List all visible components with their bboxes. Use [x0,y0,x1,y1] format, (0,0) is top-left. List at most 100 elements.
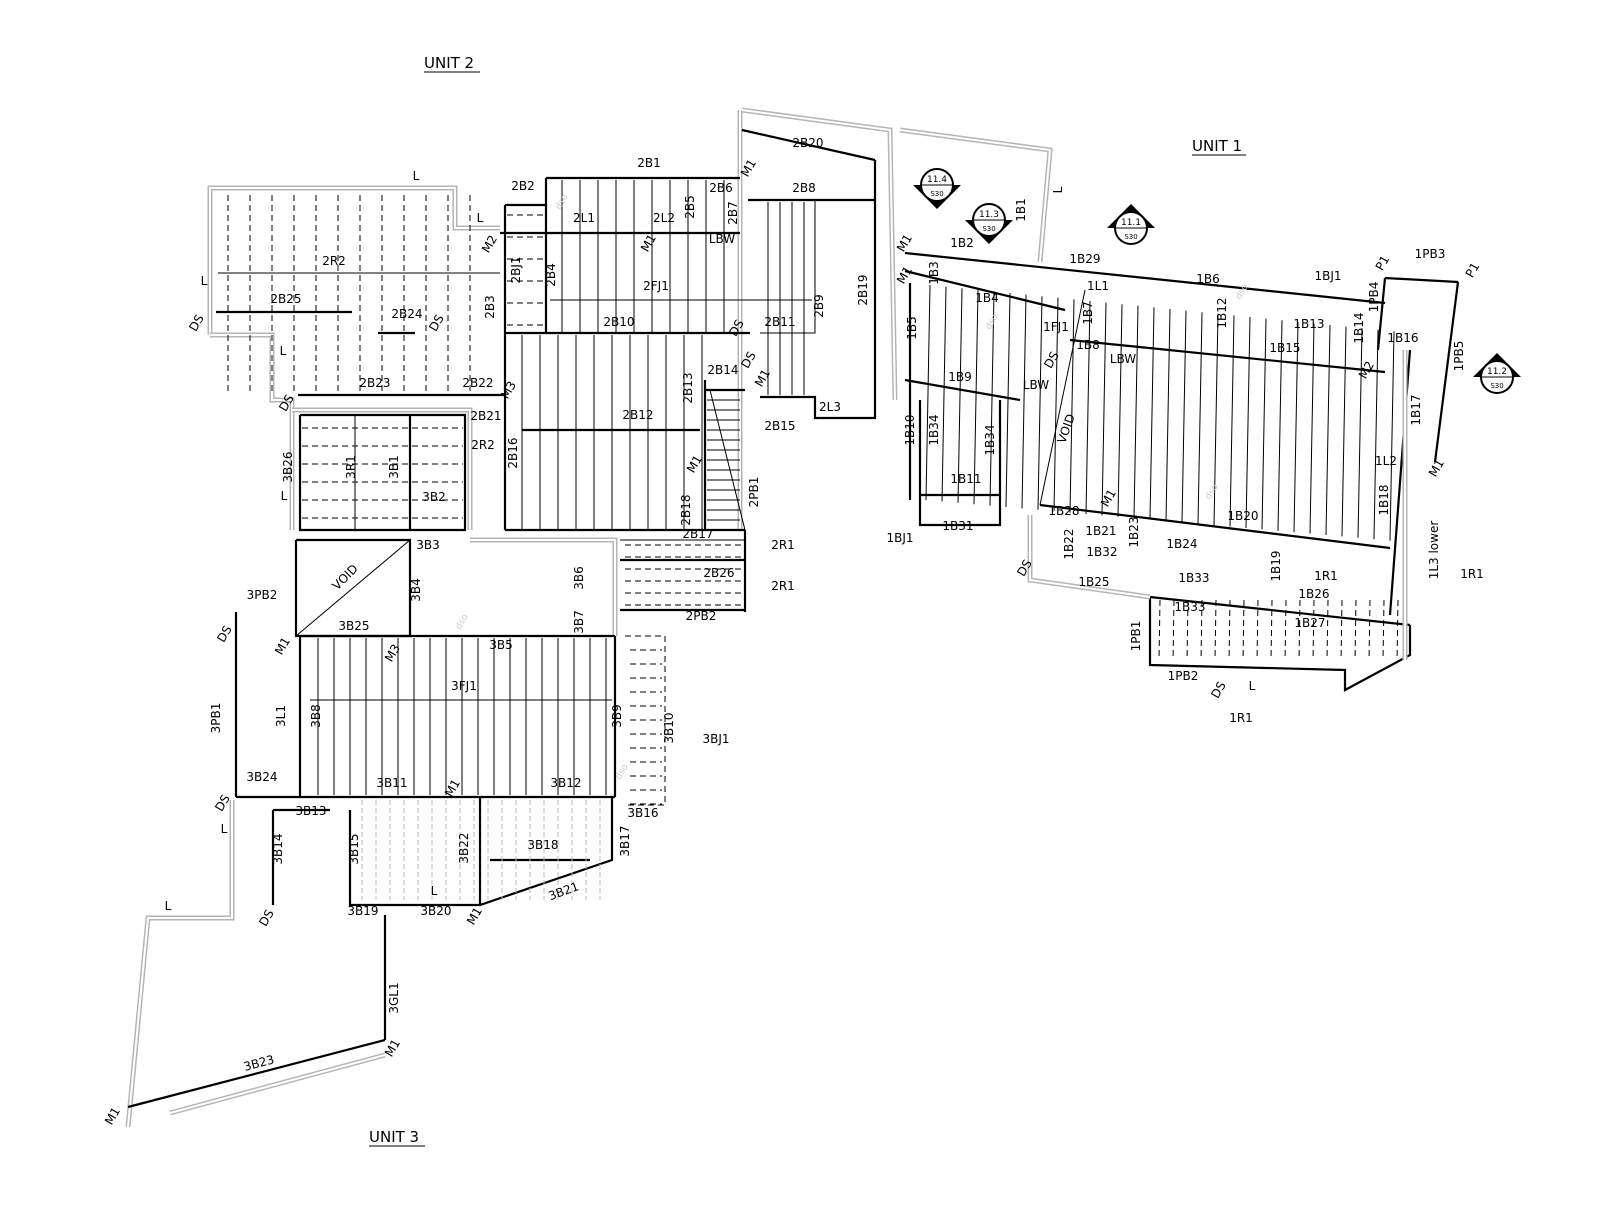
member-label: 1L2 [1375,454,1397,468]
member-label: 2PB2 [686,609,717,623]
joist [1021,294,1027,509]
member-label: 1B27 [1294,616,1325,630]
member-label: M2 [479,233,500,256]
unit3-south-wall-core [169,1054,386,1114]
member-label: L [1249,679,1256,693]
unit-titles: UNIT 2 UNIT 1 UNIT 3 [369,54,1246,1147]
unit-3-title: UNIT 3 [369,1128,419,1146]
member-label: 1B5 [905,316,919,340]
joist [1341,326,1347,537]
joist-dashed [1158,599,1161,661]
member-label: 2B13 [681,372,695,403]
unit2-north-wall-core [741,109,896,401]
joist [1101,302,1107,516]
joist-dashed [1200,599,1203,661]
member-label: 1B1 [1014,198,1028,222]
member-label: 1B17 [1409,394,1423,425]
section-number: 11.4 [927,175,947,185]
member-label: 3B6 [572,566,586,590]
member-label: 1B2 [950,236,974,250]
joist-dashed [1312,599,1315,661]
member-label: 3FJ1 [451,679,477,693]
member-label: 1B24 [1166,537,1197,551]
member-label: M1 [1426,457,1447,480]
joist-3BJ1 [625,635,666,806]
member-label: 3B22 [457,832,471,863]
member-label: M1 [638,232,659,255]
unit1-south-wall-core [1029,515,1151,598]
joist-dashed [1242,599,1245,661]
member-label: 3B2 [422,490,446,504]
member-label: 2B17 [682,527,713,541]
member-label: 2B11 [764,315,795,329]
member-label: 2R2 [322,254,346,268]
member-label: 2B2 [511,179,535,193]
unit1-lower-frame [1148,597,1412,692]
member-label: 1B7 [1081,301,1095,325]
member-label: L [165,899,172,913]
member-label: 2B25 [270,292,301,306]
member-label: 2B10 [603,315,634,329]
member-label: P1 [1463,260,1483,280]
watermark: dso [1234,282,1251,301]
member-label: L [221,822,228,836]
joist [1165,308,1171,522]
joist [957,288,963,503]
member-label: 1R1 [1460,567,1484,581]
member-label: 1B18 [1377,484,1391,515]
member-label: VOID [330,562,361,593]
member-label: DS [1041,349,1062,371]
member-label: 1B29 [1069,252,1100,266]
joist [1133,305,1139,519]
member-label: 1BJ1 [1314,269,1341,283]
member-label: 1B33 [1178,571,1209,585]
member-label: 1B23 [1127,516,1141,547]
member-label: 1R1 [1314,569,1338,583]
member-label: M2 [1356,359,1377,382]
member-label: 2B18 [679,494,693,525]
member-label: M1 [102,1105,123,1128]
joist [1293,321,1299,533]
joist [1373,329,1379,540]
joist-dashed [1214,599,1217,661]
member-label: 1B16 [1387,331,1418,345]
member-label: 1B13 [1293,317,1324,331]
member-label: 1B28 [1048,504,1079,518]
joist-dashed [1326,599,1329,661]
member-label: 1B22 [1062,528,1076,559]
watermark: dso [614,762,631,781]
joist-dashed [1396,599,1399,661]
member-label: M1 [894,264,915,287]
member-label: DS [726,317,747,339]
member-label: 2B23 [359,376,390,390]
member-label: 1B19 [1269,550,1283,581]
member-label: 2B1 [637,156,661,170]
member-label: 2B7 [726,201,740,225]
member-label: 3B25 [338,619,369,633]
member-label: 2L2 [653,211,675,225]
member-label: 2R1 [771,538,795,552]
member-label: 1B15 [1269,341,1300,355]
member-label: 1B21 [1085,524,1116,538]
joist-dashed [1256,599,1259,661]
member-label: 3PB1 [209,703,223,734]
joist [1389,331,1395,541]
unit2-north-wall [741,107,898,401]
member-label: L [280,344,287,358]
joist-dashed [1172,599,1175,661]
section-sheet: S30 [1124,233,1137,241]
member-label: 3L1 [274,705,288,727]
member-label: DS [214,623,235,645]
member-label: M3 [382,642,403,665]
member-label: 3B5 [489,638,513,652]
joist-dashed [1368,599,1371,661]
member-label: L [413,169,420,183]
joist-dashed [1354,599,1357,661]
member-label: 2B5 [683,195,697,219]
beam-1B26 [1149,595,1411,627]
member-label: LBW [1023,378,1049,392]
member-label: 3GL1 [387,982,401,1013]
